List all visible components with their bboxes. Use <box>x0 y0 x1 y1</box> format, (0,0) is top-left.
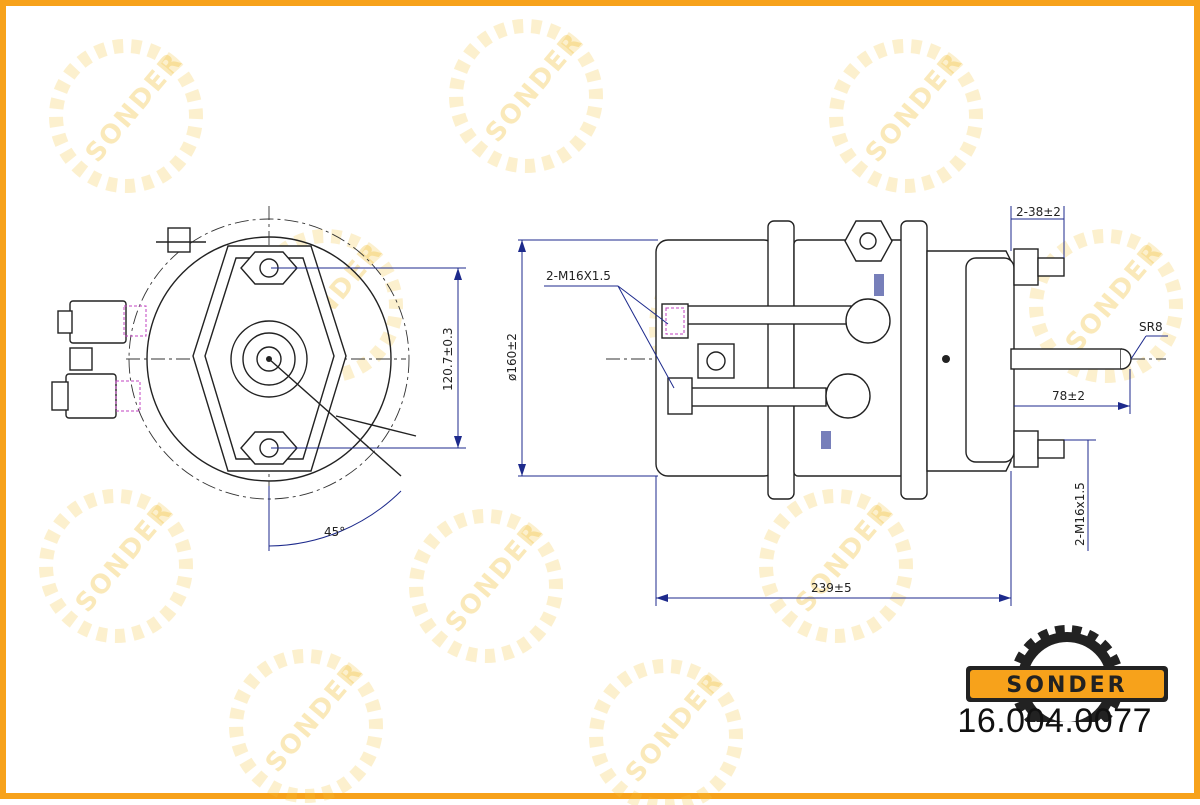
lower-port-fitting <box>51 373 141 419</box>
top-port-bore <box>859 232 877 250</box>
logo-text: SONDER <box>1006 673 1127 698</box>
upper-port-fitting <box>57 300 147 344</box>
svg-text:SONDER: SONDER <box>790 497 899 619</box>
dim-120-label: 120.7±0.3 <box>441 328 455 392</box>
sr-label: SR8 <box>1139 320 1163 334</box>
dim-160-label: ø160±2 <box>505 333 519 381</box>
angle-arc <box>268 490 402 547</box>
clamp-band-left <box>767 220 795 500</box>
hub-middle <box>242 332 296 386</box>
push-rod <box>1010 348 1122 370</box>
dim-arrow-left-icon <box>656 594 668 602</box>
watermark-gear-icon: SONDER <box>449 19 603 173</box>
left-upper-thread <box>665 307 685 335</box>
watermark-gear-icon: SONDER <box>829 39 983 193</box>
watermark-gear-icon: SONDER <box>1029 229 1183 383</box>
sr-leader <box>1130 335 1147 360</box>
part-number: 16.004.0077 <box>957 702 1152 740</box>
lower-stud-nut-icon <box>1013 430 1039 468</box>
svg-text:SONDER: SONDER <box>70 497 179 619</box>
svg-text:SONDER: SONDER <box>860 47 969 169</box>
center-fitting-bore <box>706 351 726 371</box>
dim-arrow-up-icon <box>518 240 526 252</box>
lower-stud <box>1037 439 1065 459</box>
upper-stud <box>1037 257 1065 277</box>
watermark-gear-icon: SONDER <box>589 659 743 805</box>
dim-239-label: 239±5 <box>811 581 852 595</box>
lower-bolt-head <box>825 373 871 419</box>
svg-text:SONDER: SONDER <box>1060 237 1169 359</box>
top-port-nut-icon <box>844 220 893 262</box>
thread-side-label: 2-M16x1.5 <box>1073 482 1087 546</box>
rear-cap <box>965 257 1015 463</box>
bottom-nut-icon <box>240 431 298 465</box>
front-view: 120.7±0.3 45° <box>51 206 466 551</box>
upper-stud-nut-icon <box>1013 248 1039 286</box>
watermark-gear-icon: SONDER <box>229 649 383 803</box>
dim-arrow-down-icon <box>518 464 526 476</box>
side-view: ø160±2 2-M16X1.5 2-38±2 SR8 78±2 2-M16x1… <box>505 205 1168 606</box>
body-marking <box>874 274 884 296</box>
svg-text:SONDER: SONDER <box>440 517 549 639</box>
top-nut-icon <box>240 251 298 285</box>
flange-inner-edge <box>204 257 335 460</box>
dim-arrow-right-icon <box>1118 402 1130 410</box>
clamp-bolt-icon <box>167 227 191 253</box>
hub-outer <box>230 320 308 398</box>
dim-arrow-right-icon <box>999 594 1011 602</box>
port-valve-body <box>69 347 93 371</box>
center-fitting <box>697 343 735 379</box>
dim-78-label: 78±2 <box>1052 389 1085 403</box>
dim-38-label: 2-38±2 <box>1016 205 1061 219</box>
upper-through-bolt <box>680 305 852 325</box>
upper-bolt-head <box>845 298 891 344</box>
watermark-gear-icon: SONDER <box>409 509 563 663</box>
sonder-logo: SONDER <box>966 625 1168 722</box>
angle-label: 45° <box>324 525 345 539</box>
svg-text:SONDER: SONDER <box>80 47 189 169</box>
thread-top-leader <box>617 285 669 325</box>
hub-inner <box>256 346 282 372</box>
watermark-gear-icon: SONDER <box>39 489 193 643</box>
svg-text:SONDER: SONDER <box>480 27 589 149</box>
middle-chamber <box>793 239 905 477</box>
thread-top-label: 2-M16X1.5 <box>546 269 611 283</box>
technical-drawing: SONDER SONDER SONDER SONDER SONDER SONDE… <box>39 19 1183 805</box>
clamp-band-right <box>900 220 928 500</box>
svg-text:SONDER: SONDER <box>620 667 729 789</box>
watermark-gear-icon: SONDER <box>49 39 203 193</box>
dim-arrow-up-icon <box>454 268 462 280</box>
rear-center-dot <box>942 355 950 363</box>
thread-top-leader <box>617 285 675 389</box>
dim-arrow-down-icon <box>454 436 462 448</box>
angle-tick <box>335 415 417 437</box>
angle-line <box>268 358 402 477</box>
body-marking <box>821 431 831 449</box>
svg-text:SONDER: SONDER <box>260 657 369 779</box>
lower-through-bolt <box>685 387 827 407</box>
logo-banner-fill <box>970 670 1164 698</box>
